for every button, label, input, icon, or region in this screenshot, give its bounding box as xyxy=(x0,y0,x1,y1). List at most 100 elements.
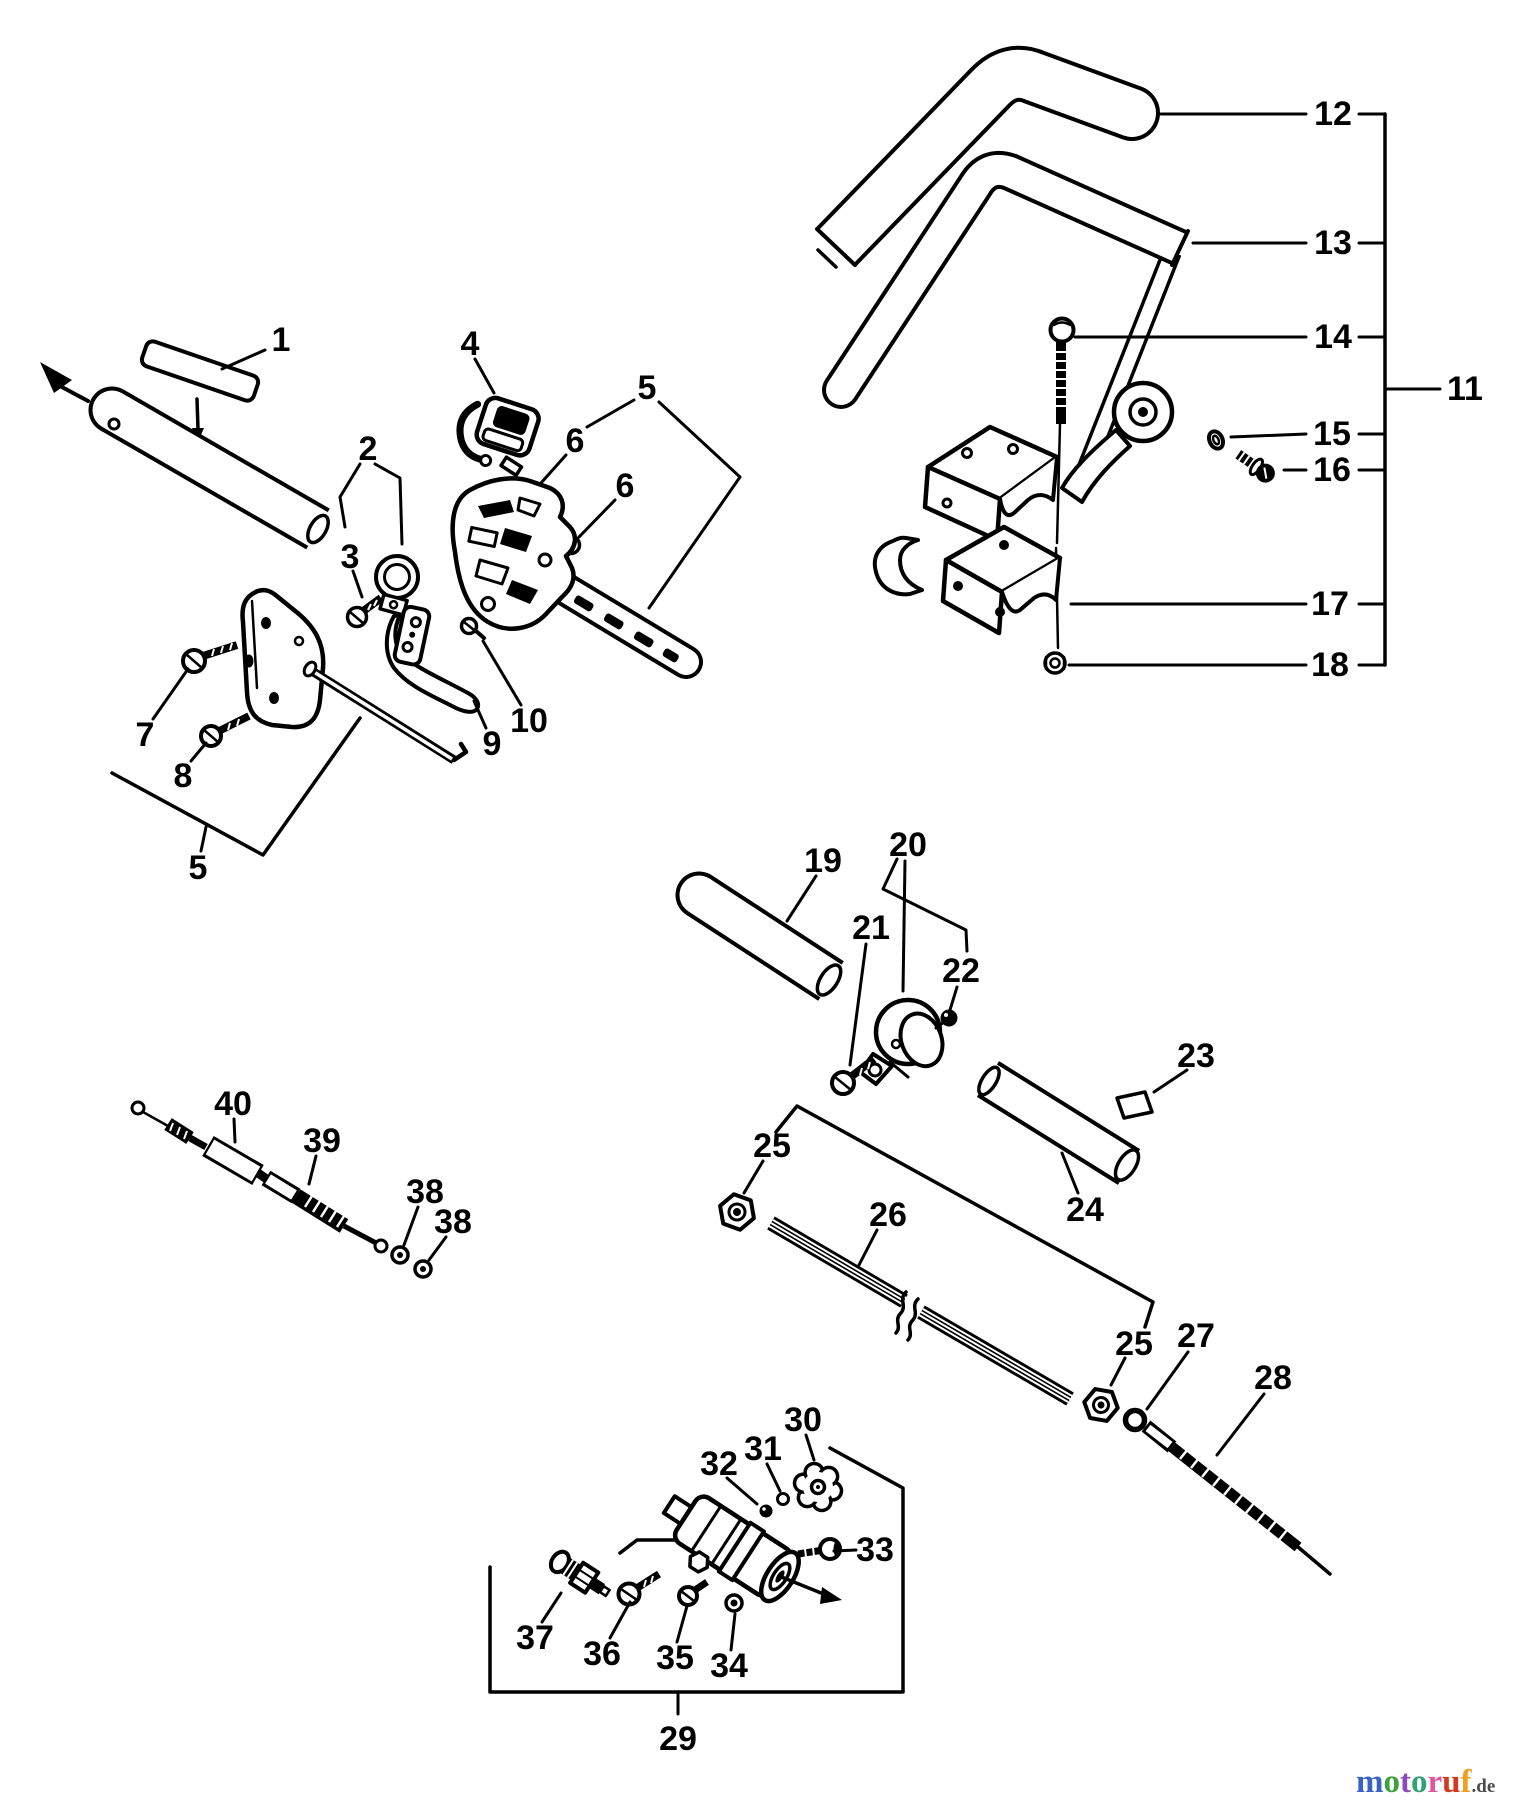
part-bolt-8 xyxy=(199,712,251,748)
part-washer-31 xyxy=(776,1492,790,1506)
part-flexible-shaft-28 xyxy=(1141,1420,1332,1576)
callout-leader xyxy=(472,699,488,730)
callout-label-11: 11 xyxy=(1447,370,1483,408)
part-bolt-3 xyxy=(345,594,384,629)
callout-label-20: 20 xyxy=(889,826,927,864)
part-throttle-housing-5 xyxy=(450,476,703,679)
part-nut-38b xyxy=(413,1259,433,1279)
callout-leader xyxy=(848,942,868,1067)
callout-leader xyxy=(232,1117,237,1144)
part-bolt-33 xyxy=(797,1537,842,1561)
callout-leader xyxy=(338,462,362,529)
callout-label-23: 23 xyxy=(1177,1037,1215,1075)
callout-label-12: 12 xyxy=(1314,95,1352,133)
callout-label-14: 14 xyxy=(1314,318,1352,356)
part-throttle-cable-40 xyxy=(130,1100,389,1254)
part-throttle-rod xyxy=(302,660,469,764)
callout-label-17: 17 xyxy=(1311,585,1349,623)
direction-arrow-icon xyxy=(40,362,90,403)
callout-label-22: 22 xyxy=(942,952,980,990)
part-lower-tube-24 xyxy=(976,1061,1141,1185)
callout-label-26: 26 xyxy=(869,1196,907,1234)
callout-leader xyxy=(647,400,742,610)
bracket-line xyxy=(618,1538,679,1555)
callout-leader xyxy=(307,1154,318,1186)
callout-leader xyxy=(1145,1350,1190,1411)
callout-label-13: 13 xyxy=(1314,224,1352,262)
part-locknut-25a xyxy=(718,1192,756,1232)
callout-label-16: 16 xyxy=(1313,451,1351,489)
watermark-letter: u xyxy=(1442,1764,1460,1800)
callout-label-5: 5 xyxy=(189,849,208,887)
part-washer-27 xyxy=(1122,1407,1148,1433)
callout-leader xyxy=(199,825,208,853)
callout-leader xyxy=(725,1476,759,1506)
callout-leader xyxy=(608,1600,632,1640)
callout-leader xyxy=(351,569,364,599)
callout-label-34: 34 xyxy=(710,1647,748,1685)
callout-label-28: 28 xyxy=(1254,1359,1292,1397)
watermark-letter: o xyxy=(1384,1764,1401,1800)
callout-label-10: 10 xyxy=(510,702,548,740)
part-main-shaft-tube xyxy=(88,386,330,550)
callout-label-7: 7 xyxy=(136,716,155,754)
part-drive-shaft-26 xyxy=(767,1216,1074,1406)
watermark-logo[interactable]: motoruf.de xyxy=(1356,1764,1495,1800)
part-ball-32 xyxy=(759,1504,773,1518)
watermark-letter: m xyxy=(1356,1764,1384,1800)
part-grease-fitting-37 xyxy=(548,1549,611,1598)
callout-label-6: 6 xyxy=(616,467,635,505)
callout-label-3: 3 xyxy=(341,538,360,576)
callout-leader xyxy=(473,357,496,395)
watermark-letter: t xyxy=(1400,1764,1411,1800)
callout-label-35: 35 xyxy=(656,1639,694,1677)
part-sticker-23 xyxy=(1115,1090,1154,1120)
callout-leader xyxy=(481,639,523,707)
callout-label-19: 19 xyxy=(804,842,842,880)
callout-label-1: 1 xyxy=(272,321,291,359)
assembly-arrow-icon xyxy=(777,1574,842,1604)
bracket-line xyxy=(195,397,200,431)
part-bolt-7 xyxy=(181,641,239,674)
watermark-letter: f xyxy=(1461,1764,1473,1800)
part-bolt-36 xyxy=(616,1570,662,1607)
callout-label-38: 38 xyxy=(434,1203,472,1241)
callout-label-5: 5 xyxy=(638,369,657,407)
callout-label-40: 40 xyxy=(214,1085,252,1123)
callout-leader xyxy=(402,1205,420,1247)
part-clamp-20 xyxy=(858,997,945,1086)
callout-leader xyxy=(189,741,208,763)
callout-label-15: 15 xyxy=(1313,415,1351,453)
callout-label-31: 31 xyxy=(744,1430,782,1468)
callout-leader xyxy=(220,348,267,371)
part-stop-switch-4 xyxy=(456,395,541,478)
part-screw-10 xyxy=(459,616,486,640)
part-handle-grip-12 xyxy=(815,45,1160,269)
callout-label-24: 24 xyxy=(1066,1191,1104,1229)
part-spring-39 xyxy=(291,1189,349,1233)
callout-label-39: 39 xyxy=(303,1122,341,1160)
part-nut-22 xyxy=(934,1009,958,1030)
part-bolt-14 xyxy=(1048,316,1076,545)
part-bolt-35 xyxy=(677,1579,709,1607)
callout-leader xyxy=(901,859,907,993)
part-oring-15 xyxy=(1206,429,1226,451)
callout-leader xyxy=(765,1462,782,1493)
callout-label-6: 6 xyxy=(566,422,585,460)
callout-label-37: 37 xyxy=(516,1619,554,1657)
part-handlebar-lower-13 xyxy=(822,150,1190,476)
part-handle-bracket-11 xyxy=(872,380,1175,675)
callout-leader xyxy=(540,1591,563,1624)
callout-leader xyxy=(729,1612,737,1652)
part-spider-coupler-30 xyxy=(792,1461,844,1513)
callout-label-38: 38 xyxy=(406,1173,444,1211)
callout-label-25: 25 xyxy=(1115,1325,1153,1363)
callout-leader xyxy=(373,462,404,546)
callout-label-27: 27 xyxy=(1177,1317,1215,1355)
bracket-line xyxy=(110,716,362,857)
callout-leader xyxy=(785,874,818,923)
callout-leader xyxy=(675,1604,689,1644)
callout-leader xyxy=(948,985,959,1012)
